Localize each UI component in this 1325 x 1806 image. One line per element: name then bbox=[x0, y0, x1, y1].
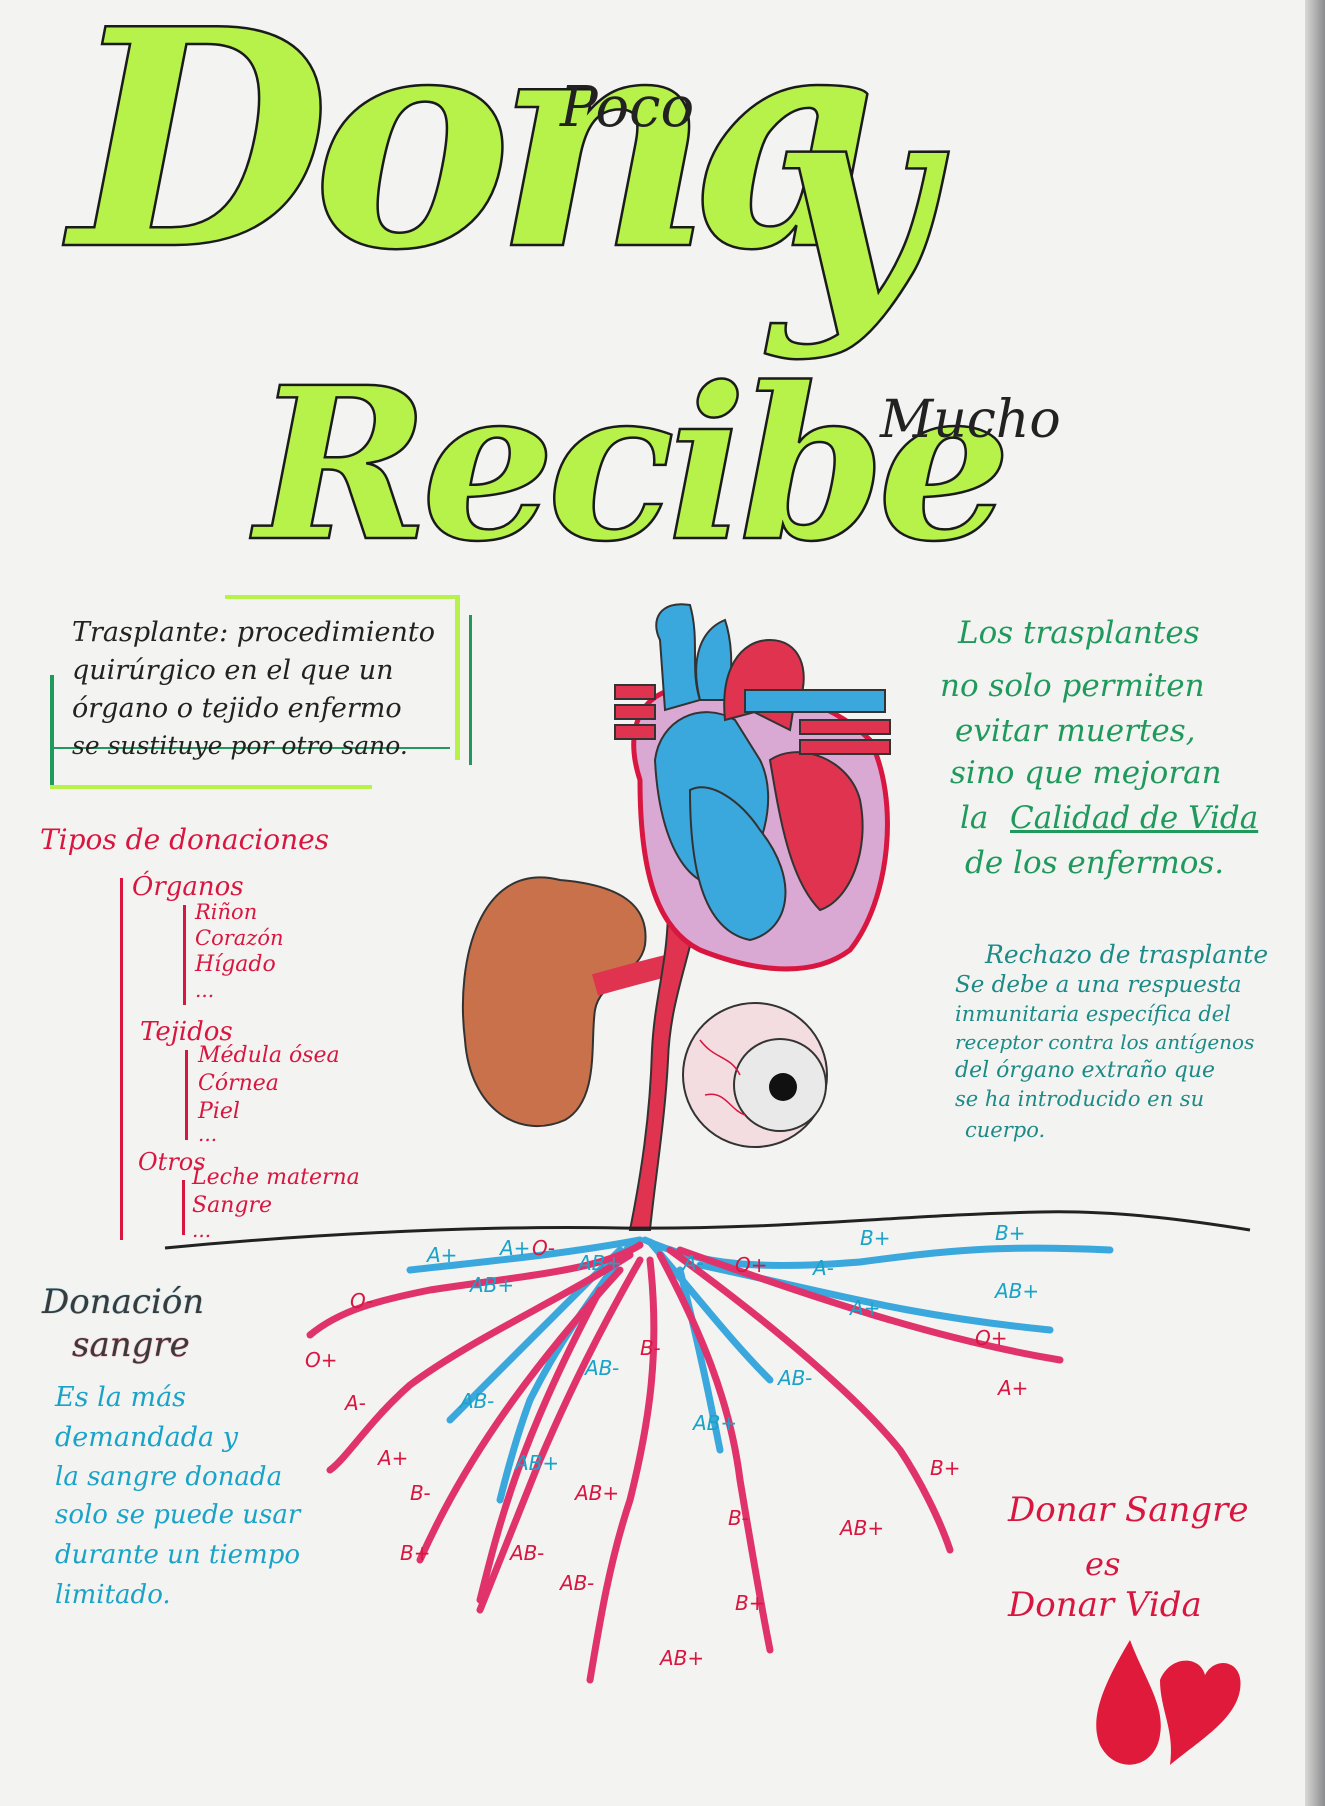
types-bracket bbox=[120, 878, 123, 1240]
definition-line-3: órgano o tejido enfermo bbox=[72, 693, 402, 724]
root-label: O+ bbox=[305, 1348, 338, 1372]
blood-heading-1: Donación bbox=[42, 1282, 205, 1322]
root-label: AB+ bbox=[993, 1279, 1039, 1303]
organ-item-1: Riñon bbox=[195, 900, 258, 924]
organ-item-3: Hígado bbox=[195, 952, 276, 977]
organ-item-4: ... bbox=[195, 978, 215, 1002]
slogan-line-1: Donar Sangre bbox=[1008, 1490, 1249, 1530]
blood-drop-icon bbox=[1096, 1640, 1161, 1765]
rejection-heading: Rechazo de trasplante bbox=[985, 940, 1269, 969]
pink-roots bbox=[306, 1241, 1064, 1684]
quality-line-1: Los trasplantes bbox=[958, 615, 1200, 651]
main-vessel bbox=[628, 888, 702, 1231]
definition-box bbox=[50, 595, 472, 789]
rejection-line-4: del órgano extraño que bbox=[955, 1058, 1216, 1083]
root-label: A+ bbox=[498, 1236, 530, 1260]
slogan-line-3: Donar Vida bbox=[1008, 1585, 1202, 1625]
slogan-line-2: es bbox=[1085, 1545, 1121, 1583]
root-label: O+ bbox=[735, 1253, 768, 1277]
root-label: O- bbox=[532, 1236, 555, 1260]
root-label: B- bbox=[728, 1506, 749, 1530]
root-label: AB+ bbox=[691, 1411, 737, 1435]
organ-item-2: Corazón bbox=[195, 926, 284, 950]
root-labels: A+ A+ O- AB+ AB+ A- O+ B+ B+ O- A- A+ AB… bbox=[305, 1221, 1039, 1670]
root-label: B- bbox=[640, 1336, 661, 1360]
root-label: AB+ bbox=[573, 1481, 619, 1505]
eye-icon bbox=[682, 1002, 828, 1148]
root-label: AB+ bbox=[658, 1646, 704, 1670]
ground-line bbox=[164, 1210, 1251, 1250]
blood-heading-2: sangre bbox=[72, 1325, 190, 1365]
other-item-2: Sangre bbox=[192, 1193, 272, 1218]
root-label: B+ bbox=[995, 1221, 1025, 1245]
otros-bracket bbox=[182, 1180, 185, 1235]
root-label: B+ bbox=[930, 1456, 960, 1480]
blood-line-1: Es la más bbox=[55, 1382, 187, 1413]
blood-line-2: demandada y bbox=[55, 1422, 238, 1453]
root-label: AB- bbox=[508, 1541, 544, 1565]
root-label: AB+ bbox=[576, 1251, 622, 1275]
rejection-line-6: cuerpo. bbox=[965, 1118, 1046, 1142]
root-label: A- bbox=[681, 1251, 704, 1275]
definition-line-1: Trasplante: procedimiento bbox=[72, 617, 435, 648]
kidney-icon bbox=[461, 876, 647, 1128]
types-heading: Tipos de donaciones bbox=[40, 823, 330, 856]
tissue-item-3: Piel bbox=[198, 1099, 240, 1124]
root-label: A- bbox=[343, 1391, 366, 1415]
page-edge-shadow bbox=[1305, 0, 1325, 1806]
root-label: A+ bbox=[996, 1376, 1028, 1400]
group-otros: Otros bbox=[138, 1148, 206, 1176]
root-label: B- bbox=[410, 1481, 431, 1505]
rejection-line-2: inmunitaria específica del bbox=[955, 1002, 1231, 1026]
other-item-3: ... bbox=[192, 1218, 212, 1242]
root-label: B+ bbox=[400, 1541, 430, 1565]
rejection-line-3: receptor contra los antígenos bbox=[955, 1030, 1255, 1054]
root-label: AB- bbox=[458, 1389, 494, 1413]
title-y: y bbox=[769, 35, 934, 364]
title-dona: Dona bbox=[69, 0, 890, 316]
root-label: AB+ bbox=[838, 1516, 884, 1540]
root-label: O+ bbox=[975, 1326, 1008, 1350]
blood-line-4: solo se puede usar bbox=[55, 1500, 301, 1530]
root-label: AB- bbox=[776, 1366, 812, 1390]
root-label: A+ bbox=[848, 1296, 880, 1320]
quality-highlight: Calidad de Vida bbox=[1010, 800, 1259, 836]
definition-line-4: se sustituye por otro sano. bbox=[72, 731, 408, 760]
heart-small-icon bbox=[1160, 1660, 1241, 1765]
rejection-line-1: Se debe a una respuesta bbox=[955, 972, 1242, 998]
blood-line-5: durante un tiempo bbox=[55, 1540, 301, 1570]
root-label: A+ bbox=[425, 1243, 457, 1267]
root-label: AB+ bbox=[513, 1451, 559, 1475]
tissue-item-4: ... bbox=[198, 1122, 218, 1146]
blood-line-3: la sangre donada bbox=[55, 1462, 283, 1492]
root-label: O- bbox=[350, 1289, 373, 1313]
organos-bracket bbox=[183, 905, 186, 1005]
root-label: AB- bbox=[583, 1356, 619, 1380]
title-recibe: Recibe bbox=[254, 341, 1013, 588]
group-organos: Órganos bbox=[132, 872, 244, 902]
title-mucho: Mucho bbox=[880, 390, 1061, 450]
quality-line-4: sino que mejoran bbox=[950, 755, 1222, 791]
tejidos-bracket bbox=[185, 1050, 188, 1140]
quality-line-2: no solo permiten bbox=[940, 668, 1205, 704]
definition-line-2: quirúrgico en el que un bbox=[72, 655, 394, 686]
root-label: AB- bbox=[558, 1571, 594, 1595]
tissue-item-2: Córnea bbox=[198, 1071, 279, 1096]
quality-line-3: evitar muertes, bbox=[955, 713, 1196, 749]
blood-line-6: limitado. bbox=[55, 1580, 171, 1610]
root-label: B+ bbox=[860, 1226, 890, 1250]
root-label: AB+ bbox=[468, 1273, 514, 1297]
quality-line-5a: la bbox=[960, 800, 989, 836]
root-label: A- bbox=[811, 1256, 834, 1280]
title-poco: Poco bbox=[560, 75, 695, 140]
rejection-line-5: se ha introducido en su bbox=[955, 1087, 1205, 1111]
quality-line-6: de los enfermos. bbox=[965, 845, 1225, 881]
other-item-1: Leche materna bbox=[192, 1165, 360, 1190]
tissue-item-1: Médula ósea bbox=[198, 1043, 340, 1068]
group-tejidos: Tejidos bbox=[140, 1017, 233, 1047]
root-label: A+ bbox=[376, 1446, 408, 1470]
root-label: B+ bbox=[735, 1591, 765, 1615]
